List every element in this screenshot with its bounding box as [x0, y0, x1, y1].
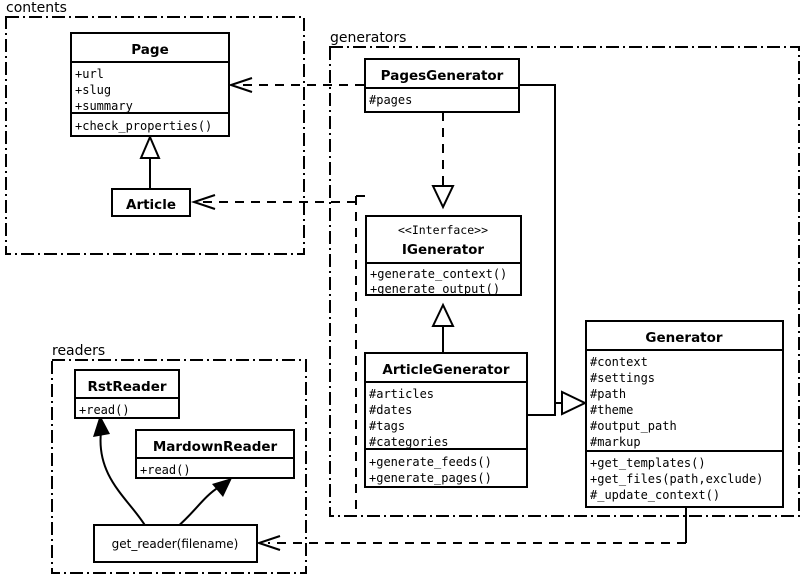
class-stereotype-igenerator: <<Interface>> [398, 223, 488, 237]
class-method: +generate_context() [370, 267, 507, 281]
class-attribute: #theme [590, 403, 633, 417]
class-attribute: +summary [75, 99, 133, 113]
class-attribute: #categories [369, 435, 448, 449]
class-name-generator: Generator [645, 330, 722, 346]
class-box-rst-reader[interactable]: RstReader +read() [74, 369, 180, 419]
class-attribute: #tags [369, 419, 405, 433]
class-name-article: Article [126, 197, 176, 213]
class-attribute: #dates [369, 403, 412, 417]
edge-pagesgenerator-uses-page [227, 77, 364, 93]
class-attribute: #context [590, 355, 648, 369]
package-readers-border [51, 359, 307, 574]
class-attribute: #pages [369, 93, 412, 107]
class-method: +get_files(path,exclude) [590, 472, 763, 486]
class-method: +generate_feeds() [369, 455, 492, 469]
class-box-pages-generator[interactable]: PagesGenerator #pages [364, 58, 520, 113]
package-contents: contents [5, 0, 305, 255]
class-name-article-generator: ArticleGenerator [382, 362, 509, 378]
class-method: +check_properties() [75, 119, 212, 133]
class-box-mardown-reader[interactable]: MardownReader +read() [135, 429, 295, 479]
class-box-page[interactable]: Page +url +slug +summary +check_properti… [70, 32, 230, 137]
class-attribute: +url [75, 67, 104, 81]
class-name-page: Page [131, 42, 168, 58]
class-name-igenerator: IGenerator [402, 242, 485, 258]
class-name-mardown-reader: MardownReader [153, 439, 278, 455]
package-contents-label: contents [6, 0, 67, 16]
package-generators: generators [329, 30, 800, 517]
class-method: +generate_pages() [369, 471, 492, 485]
class-attribute: #settings [590, 371, 655, 385]
class-method: #_update_context() [590, 488, 720, 502]
edge-articlegenerator-uses-article [190, 194, 356, 210]
class-attribute: #articles [369, 387, 434, 401]
class-name-rst-reader: RstReader [87, 379, 166, 395]
function-name-get-reader: get_reader(filename) [112, 537, 239, 551]
class-method: +read() [79, 403, 130, 417]
package-generators-border [329, 46, 800, 517]
package-readers-label: readers [52, 343, 105, 359]
class-attribute: #markup [590, 435, 641, 449]
class-method: +read() [140, 463, 191, 477]
edge-pagesgenerator-implements-igenerator [431, 112, 455, 210]
package-contents-border [5, 16, 305, 255]
class-method: +get_templates() [590, 456, 706, 470]
edge-generators-inherit-generator [519, 84, 588, 416]
class-box-generator[interactable]: Generator #context #settings #path #them… [585, 320, 784, 508]
package-readers: readers [51, 343, 307, 574]
edge-articlegenerator-inherits-igenerator [431, 302, 455, 355]
edge-generator-uses-get-reader [255, 507, 687, 551]
class-attribute: #output_path [590, 419, 677, 433]
class-attribute: +slug [75, 83, 111, 97]
class-method: +generate_output() [370, 282, 500, 296]
class-name-pages-generator: PagesGenerator [381, 68, 504, 84]
class-attribute: #path [590, 387, 626, 401]
class-box-article-generator[interactable]: ArticleGenerator #articles #dates #tags … [364, 352, 528, 488]
class-box-article[interactable]: Article [111, 188, 191, 217]
package-generators-label: generators [330, 30, 406, 46]
function-box-get-reader[interactable]: get_reader(filename) [93, 524, 258, 563]
class-box-igenerator[interactable]: <<Interface>> IGenerator +generate_conte… [365, 215, 522, 296]
edge-article-inherits-page [139, 134, 161, 190]
edge-get-reader-to-rstreader [93, 415, 147, 528]
